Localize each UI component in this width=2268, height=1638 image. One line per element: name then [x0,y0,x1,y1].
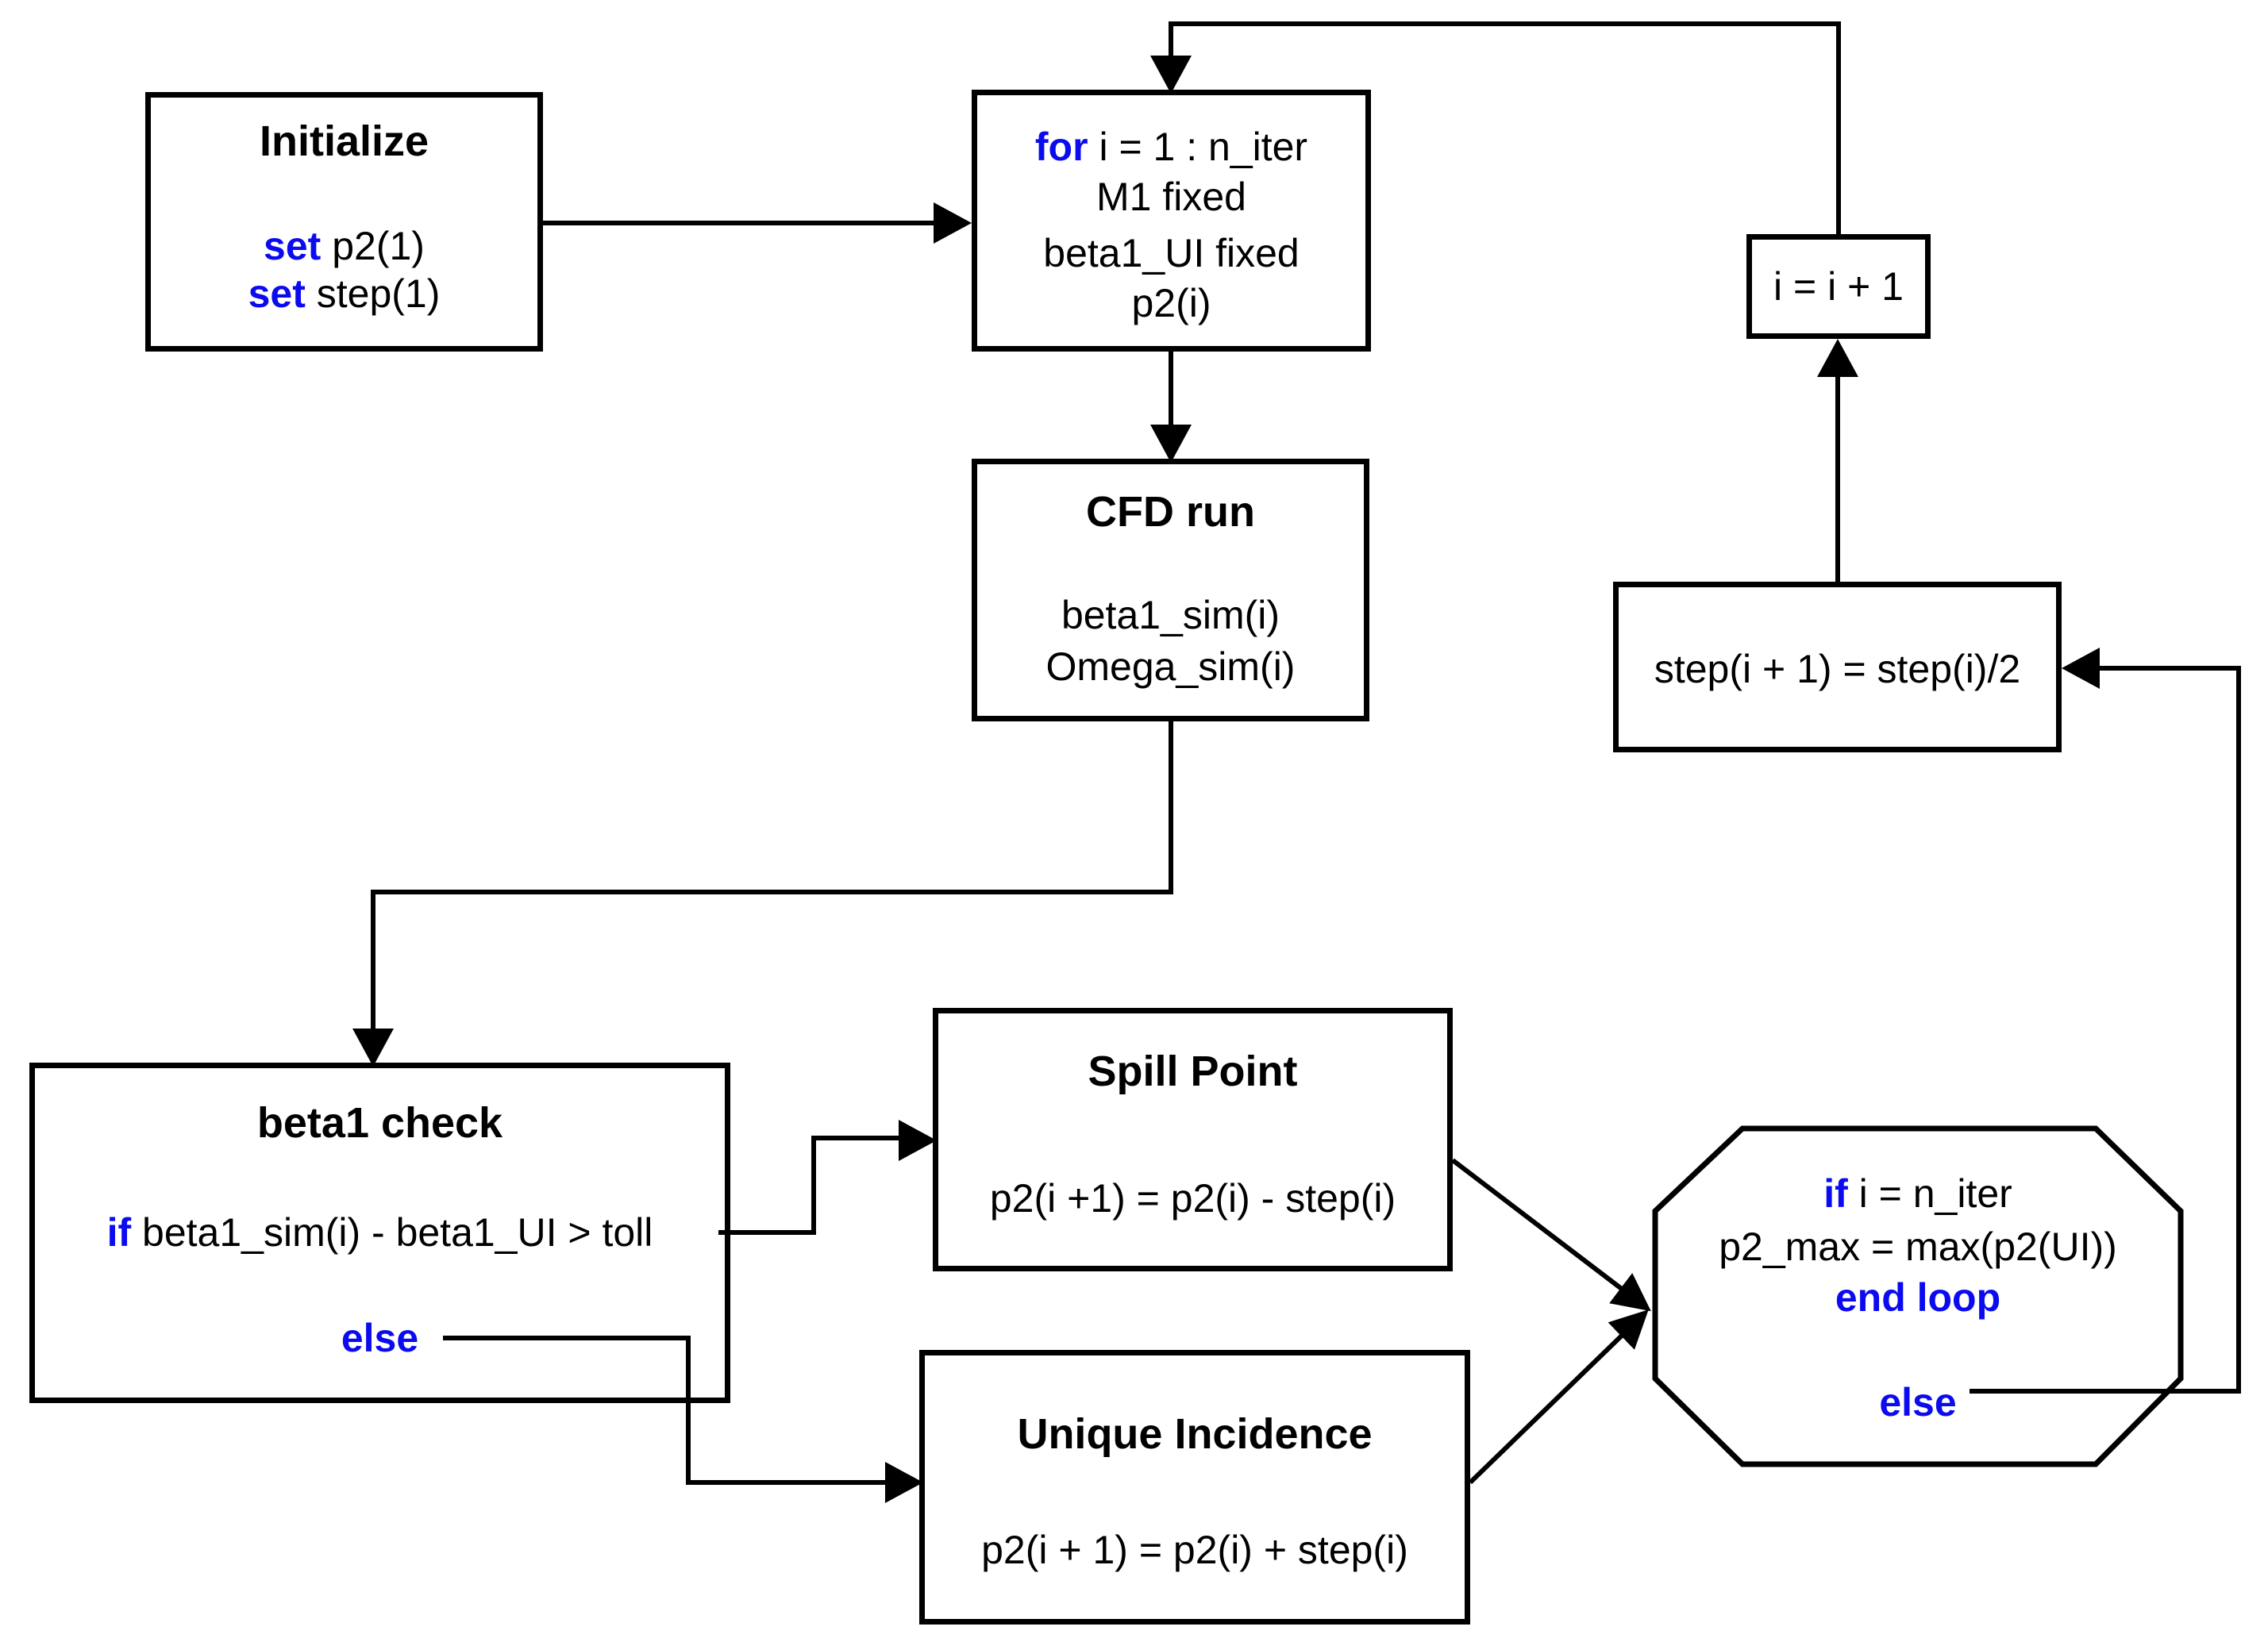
connector-toll-out [718,1230,816,1235]
initialize-line-set-p2-text: p2(1) [321,224,425,268]
connector-for-to-cfd [1169,352,1173,427]
beta1-check-title: beta1 check [256,1099,503,1147]
connector-loopback-top-horizontal [1169,21,1841,26]
connector-cfd-horizontal [371,890,1173,894]
keyword-if: if [106,1210,132,1255]
cfd-run-title: CFD run [1086,488,1255,536]
arrowhead-into-increment [1817,339,1858,377]
spill-point-title: Spill Point [1088,1048,1298,1095]
connector-else-to-unique [686,1480,888,1485]
connector-toll-up [811,1136,816,1235]
for-loop-beta1-ui-fixed: beta1_UI fixed [1043,231,1300,275]
end-check-if-text: i = n_iter [1847,1171,2012,1216]
keyword-set: set [248,271,306,316]
initialize-title: Initialize [259,117,429,165]
spill-point-box: Spill Point p2(i +1) = p2(i) - step(i) [933,1008,1453,1271]
cfd-omega-sim: Omega_sim(i) [1045,644,1296,689]
initialize-line-set-step-text: step(1) [305,271,441,316]
increment-text: i = i + 1 [1773,264,1904,309]
keyword-else: else [341,1316,419,1360]
beta1-check-box: beta1 check if beta1_sim(i) - beta1_UI >… [29,1063,730,1403]
initialize-box: Initialize set p2(1) set step(1) [145,92,543,352]
increment-box: i = i + 1 [1746,234,1931,339]
arrowhead-into-unique-incidence [885,1462,923,1503]
keyword-end-loop: end loop [1835,1275,2001,1320]
keyword-if: if [1823,1171,1848,1216]
connector-else-out [443,1336,691,1340]
for-loop-header: for i = 1 : n_iter [977,121,1365,173]
connector-init-to-for [543,221,935,225]
beta1-check-if-line: if beta1_sim(i) - beta1_UI > toll [35,1206,725,1259]
connector-else-down [686,1336,691,1485]
initialize-line-set-step: set step(1) [151,267,537,320]
end-check-endloop-line: end loop [1655,1271,2181,1324]
step-update-box: step(i + 1) = step(i)/2 [1613,582,2062,752]
beta1-check-if-text: beta1_sim(i) - beta1_UI > toll [131,1210,653,1255]
for-loop-header-text: i = 1 : n_iter [1088,125,1308,169]
connector-cfd-down [1169,721,1173,894]
keyword-for: for [1034,125,1088,169]
end-check-p2max-line: p2_max = max(p2(UI)) [1719,1225,2117,1269]
connector-spill-to-octagon [1451,1158,1651,1312]
octagon-shape [1652,1125,2184,1467]
connector-step-to-increment [1835,375,1840,583]
connector-octagon-else-out [1970,1389,2241,1394]
connector-right-loop-vertical [2236,666,2241,1394]
arrowhead-into-spill-point [899,1120,937,1161]
arrowhead-into-for-left [934,202,972,244]
end-check-octagon [1647,1121,2203,1486]
arrowhead-into-step-box [2062,648,2100,689]
connector-unique-to-octagon [1468,1309,1649,1485]
end-check-text: if i = n_iter p2_max = max(p2(UI)) end l… [1655,1129,2181,1464]
for-loop-m1-fixed: M1 fixed [1096,175,1246,219]
unique-incidence-title: Unique Incidence [1017,1410,1373,1458]
end-check-if-line: if i = n_iter [1655,1167,2181,1220]
connector-into-step-horizontal [2098,666,2239,671]
arrowhead-into-for-top [1150,56,1192,94]
connector-loopback-left-vertical [1169,21,1173,60]
step-update-text: step(i + 1) = step(i)/2 [1654,647,2021,691]
keyword-else: else [1879,1380,1957,1425]
connector-loopback-right-vertical [1836,21,1841,234]
for-loop-box: for i = 1 : n_iter M1 fixed beta1_UI fix… [972,90,1371,352]
unique-incidence-formula: p2(i + 1) = p2(i) + step(i) [981,1528,1408,1572]
spill-point-formula: p2(i +1) = p2(i) - step(i) [989,1176,1396,1221]
for-loop-p2i: p2(i) [1131,281,1211,325]
cfd-run-box: CFD run beta1_sim(i) Omega_sim(i) [972,459,1369,721]
connector-cfd-to-beta1-vertical [371,890,375,1032]
connector-toll-to-spill [811,1136,903,1140]
arrowhead-into-beta1-check [352,1029,394,1067]
unique-incidence-box: Unique Incidence p2(i + 1) = p2(i) + ste… [919,1350,1470,1625]
end-check-else-line: else [1655,1376,2181,1428]
initialize-line-set-p2: set p2(1) [151,220,537,272]
cfd-beta1-sim: beta1_sim(i) [1061,593,1280,637]
keyword-set: set [264,224,322,268]
arrowhead-into-cfd [1150,425,1192,463]
beta1-check-else-line: else [35,1312,725,1364]
